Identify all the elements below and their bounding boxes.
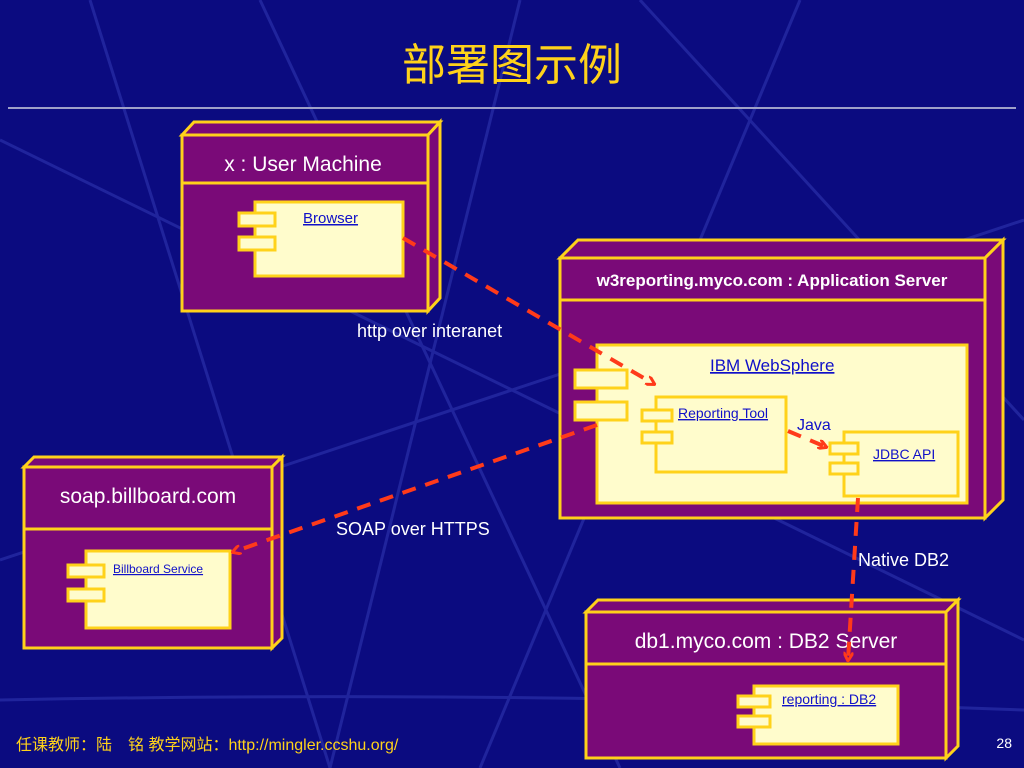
component-label-jdbc-api[interactable]: JDBC API — [873, 446, 935, 462]
node-application-server[interactable]: w3reporting.myco.com : Application Serve… — [556, 236, 1007, 522]
node-db2-server[interactable]: db1.myco.com : DB2 Server reporting : DB… — [582, 596, 962, 762]
component-label-billboard-service[interactable]: Billboard Service — [113, 562, 203, 576]
footer-text: 任课教师：陆 铭 教学网站：http://mingler.ccshu.org/ — [16, 736, 399, 754]
component-billboard-service[interactable]: Billboard Service — [66, 549, 232, 630]
component-label-browser[interactable]: Browser — [303, 210, 358, 227]
page-number: 28 — [996, 735, 1012, 751]
connections — [233, 236, 860, 660]
slide-title: 部署图示例 — [402, 41, 622, 90]
component-label-websphere[interactable]: IBM WebSphere — [710, 356, 834, 375]
component-reporting-db2[interactable]: reporting : DB2 — [736, 684, 900, 746]
node-title-db2-server: db1.myco.com : DB2 Server — [635, 630, 898, 653]
node-soap-billboard[interactable]: soap.billboard.com Billboard Service — [20, 453, 286, 652]
component-browser[interactable]: Browser — [237, 200, 405, 278]
node-title-soap-billboard: soap.billboard.com — [60, 485, 236, 508]
connection-label-java: Java — [797, 417, 831, 434]
connection-label-soap: SOAP over HTTPS — [336, 519, 490, 539]
connection-java — [787, 429, 826, 447]
connection-label-http: http over interanet — [357, 321, 502, 341]
component-label-reporting-tool[interactable]: Reporting Tool — [678, 405, 768, 421]
component-jdbc-api[interactable]: JDBC API — [828, 430, 960, 498]
connection-soap — [233, 423, 598, 552]
component-reporting-tool[interactable]: Reporting Tool — [640, 395, 788, 474]
component-label-reporting-db2[interactable]: reporting : DB2 — [782, 691, 876, 707]
node-title-user-machine: x : User Machine — [224, 153, 382, 176]
connection-http — [401, 236, 654, 384]
node-title-application-server: w3reporting.myco.com : Application Serve… — [596, 271, 948, 290]
node-user-machine[interactable]: x : User Machine Browser — [178, 118, 444, 315]
connection-label-db2: Native DB2 — [858, 550, 949, 570]
connection-db2 — [848, 497, 860, 660]
